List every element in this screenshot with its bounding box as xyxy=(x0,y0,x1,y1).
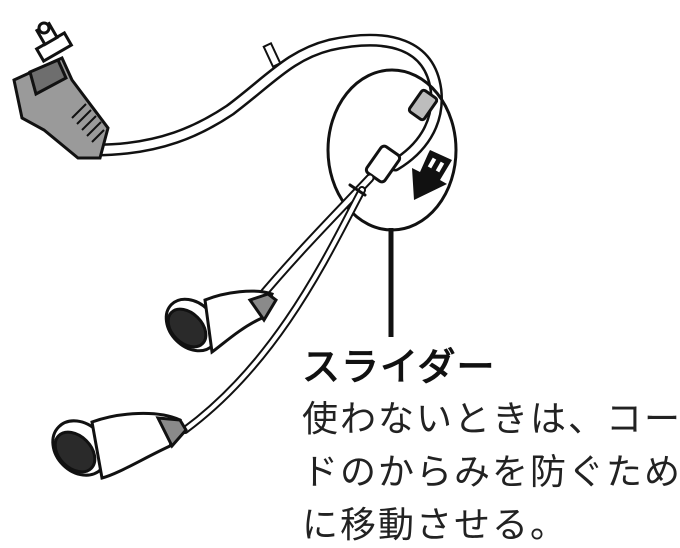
slide-arrow-icon xyxy=(412,150,452,200)
main-cord xyxy=(88,33,443,172)
headphone-plug xyxy=(12,21,110,160)
split-cords xyxy=(181,173,375,434)
cord-band xyxy=(262,42,282,68)
cord-slider xyxy=(364,88,439,184)
callout-text-line: に移動させる。 xyxy=(302,505,569,546)
earbud-lower xyxy=(51,412,188,480)
callout-title: スライダー xyxy=(302,345,496,389)
earbud-upper xyxy=(164,289,278,355)
callout-text-line: ドのからみを防ぐため xyxy=(302,452,680,493)
callout-text-line: 使わないときは、コー xyxy=(302,399,680,440)
